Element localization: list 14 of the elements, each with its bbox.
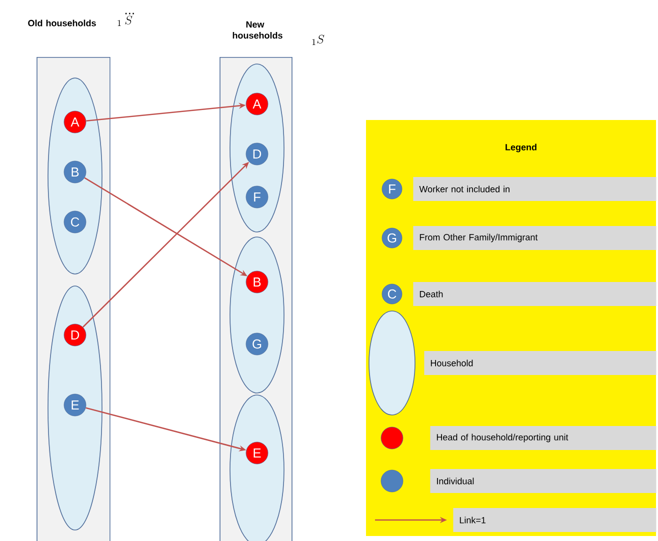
legend-title: Legend [506,144,536,152]
set-symbol: ${}_{1}S$ [312,34,324,45]
legend-label: From Other Family/Immigrant [413,226,656,250]
column-heading: Old households [28,20,96,26]
household-ellipse [48,286,102,530]
legend-label: Death [413,282,656,306]
set-symbol: ${}_{1}\dddot{S}$ [118,12,134,26]
legend-label: Worker not included in [413,177,656,201]
household-ellipse [230,394,284,541]
legend-label: Link=1 [453,508,656,532]
legend-label: Head of household/reporting unit [430,426,656,450]
legend-label: Household [424,351,656,375]
legend-label: Individual [430,469,656,493]
column-heading: New households [232,21,282,39]
